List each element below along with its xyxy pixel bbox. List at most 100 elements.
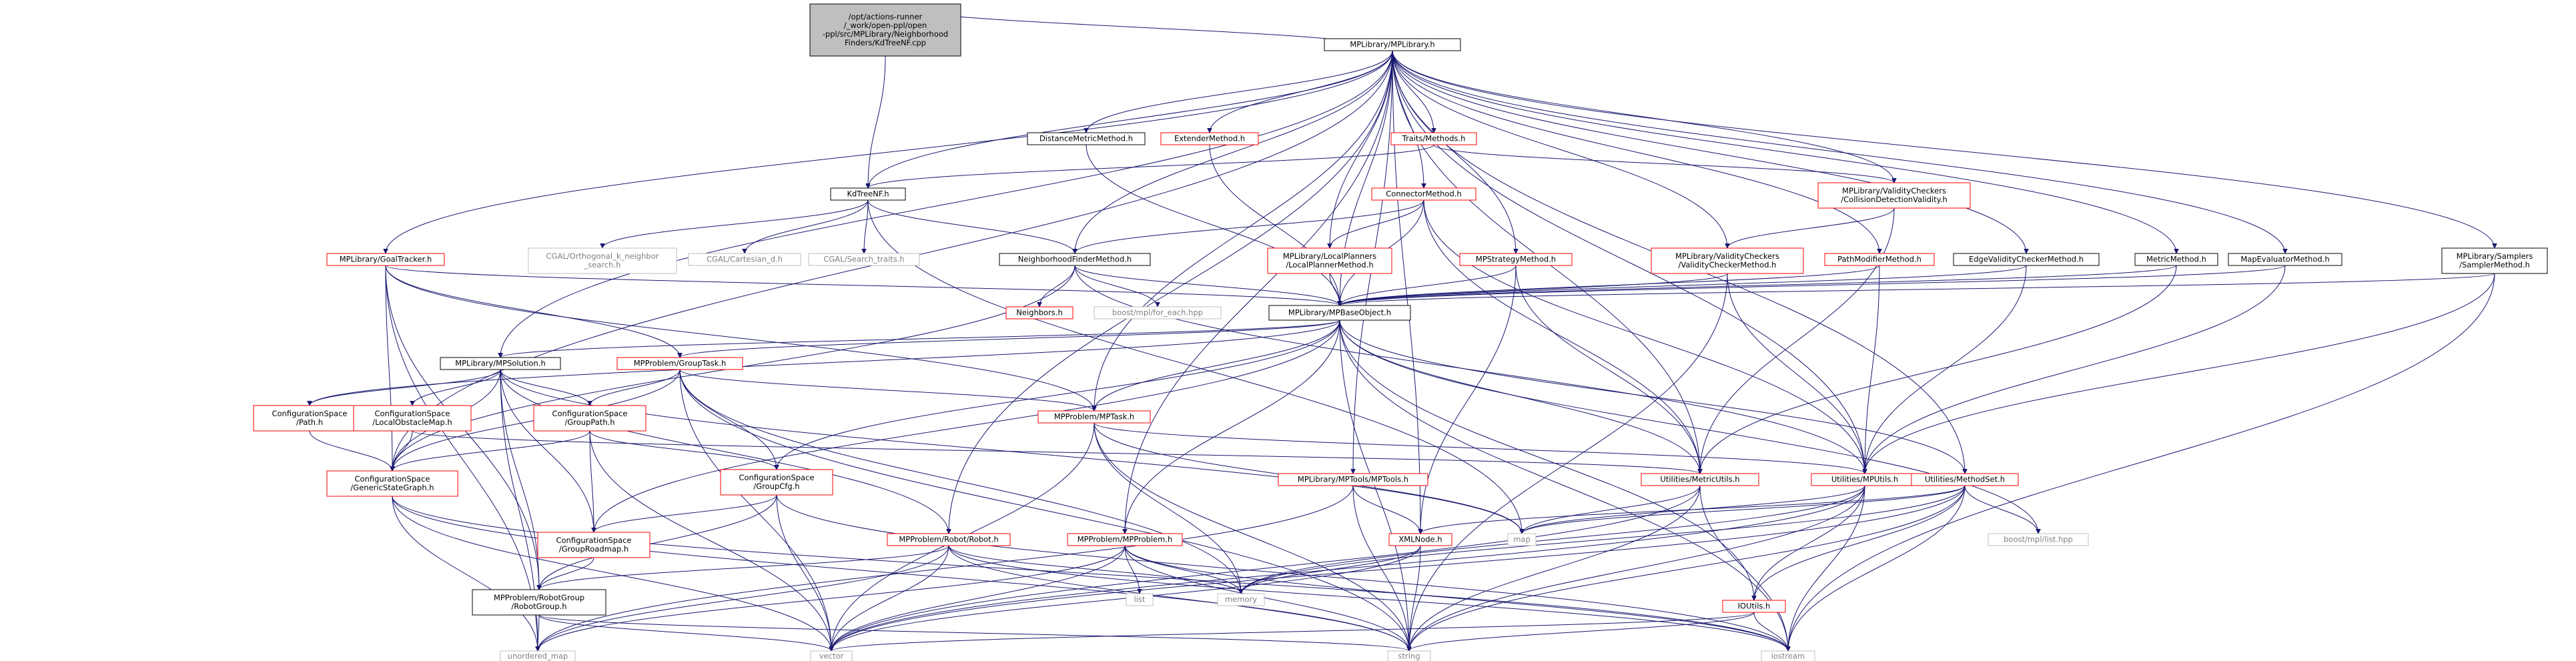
edge-validitychecker-to-mputils — [1727, 273, 1865, 474]
node-label-mplibrary-0: MPLibrary/MPLibrary.h — [1350, 40, 1434, 49]
edge-mplibrary-to-xmlnode — [1392, 50, 1420, 534]
node-label-map-0: map — [1513, 535, 1531, 544]
edge-groupcfg-to-iostream — [776, 494, 1788, 651]
node-groupcfg[interactable]: ConfigurationSpace/GroupCfg.h — [720, 469, 833, 496]
edge-grouppath-to-genericstategraph — [392, 430, 590, 472]
edge-robot-to-unordered_map — [538, 545, 949, 651]
node-label-mpproblem-0: MPProblem/MPProblem.h — [1078, 535, 1173, 544]
node-neighbors[interactable]: Neighbors.h — [1005, 306, 1074, 319]
node-string: string — [1387, 650, 1431, 661]
node-mpsolution[interactable]: MPLibrary/MPSolution.h — [440, 357, 561, 370]
edge-goaltracker-to-unordered_map — [385, 265, 538, 651]
node-boost_foreach: boost/mpl/for_each.hpp — [1094, 306, 1222, 319]
node-robotgroup[interactable]: MPProblem/RobotGroup/RobotGroup.h — [472, 589, 606, 616]
node-label-grouproadmap-1: /GroupRoadmap.h — [559, 544, 628, 554]
edge-mpbaseobject-to-mpproblem — [1125, 319, 1340, 534]
node-goaltracker[interactable]: MPLibrary/GoalTracker.h — [326, 253, 445, 266]
node-grouproadmap[interactable]: ConfigurationSpace/GroupRoadmap.h — [537, 532, 651, 558]
node-label-ioutils-0: IOUtils.h — [1738, 602, 1771, 611]
node-methodset[interactable]: Utilities/MethodSet.h — [1911, 473, 2019, 486]
node-traits[interactable]: Traits/Methods.h — [1390, 132, 1477, 145]
edge-robot-to-vector — [831, 545, 949, 651]
node-box-cgal_search — [808, 253, 920, 266]
node-label-mptask-0: MPProblem/MPTask.h — [1054, 412, 1134, 422]
node-label-kdtreenf-0: KdTreeNF.h — [847, 189, 889, 199]
node-label-genericstategraph-1: /GenericStateGraph.h — [350, 483, 434, 492]
node-localplanner[interactable]: MPLibrary/LocalPlanners/LocalPlannerMeth… — [1267, 247, 1392, 274]
edge-collisionvalid-to-validitychecker — [1727, 207, 1895, 249]
node-ioutils[interactable]: IOUtils.h — [1722, 600, 1786, 613]
node-label-groupcfg-1: /GroupCfg.h — [753, 482, 799, 491]
node-box-sampler — [2441, 247, 2548, 274]
node-connector[interactable]: ConnectorMethod.h — [1371, 187, 1476, 201]
node-cspath[interactable]: ConfigurationSpace/Path.h — [253, 405, 366, 432]
node-pathmodifier[interactable]: PathModifierMethod.h — [1824, 253, 1935, 266]
edge-edgevalidity-to-mpbaseobject — [1340, 265, 2027, 306]
node-mputils[interactable]: Utilities/MPUtils.h — [1811, 473, 1919, 486]
node-label-cgal_search-0: CGAL/Search_traits.h — [823, 255, 904, 264]
node-label-collisionvalid-0: MPLibrary/ValidityCheckers — [1842, 186, 1946, 195]
node-metricmethod[interactable]: MetricMethod.h — [2134, 253, 2218, 266]
node-label-grouproadmap-0: ConfigurationSpace — [556, 536, 631, 545]
edge-mptoolsmptools-to-unordered_map — [538, 485, 1354, 651]
edge-mplibrary-to-extender — [1210, 50, 1393, 133]
edge-methodset-to-iostream — [1788, 485, 1966, 651]
node-box-mapevaluator — [2228, 253, 2342, 266]
node-memory: memory — [1217, 593, 1265, 606]
node-cgal_search: CGAL/Search_traits.h — [808, 253, 920, 266]
edge-genericstategraph-to-vector — [392, 496, 831, 651]
node-genericstategraph[interactable]: ConfigurationSpace/GenericStateGraph.h — [326, 470, 458, 497]
node-distmetric[interactable]: DistanceMetricMethod.h — [1027, 132, 1146, 145]
node-validitychecker[interactable]: MPLibrary/ValidityCheckers/ValidityCheck… — [1651, 247, 1804, 274]
node-mpbaseobject[interactable]: MPLibrary/MPBaseObject.h — [1268, 305, 1411, 321]
node-grouptask[interactable]: MPProblem/GroupTask.h — [616, 357, 743, 370]
node-box-unordered_map — [500, 650, 576, 661]
node-box-mpstrategy — [1459, 253, 1573, 266]
node-label-traits-0: Traits/Methods.h — [1402, 134, 1466, 143]
edge-grouptask-to-memory — [679, 369, 1241, 594]
edge-mplibrary-to-goaltracker — [386, 50, 1393, 253]
node-box-memory — [1217, 593, 1265, 606]
edge-metricutils-to-map — [1522, 485, 1701, 534]
edge-methodset-to-vector — [831, 485, 1966, 651]
node-label-mapevaluator-0: MapEvaluatorMethod.h — [2240, 255, 2329, 264]
node-edgevalidity[interactable]: EdgeValidityCheckerMethod.h — [1953, 253, 2100, 266]
node-localobstacle[interactable]: ConfigurationSpace/LocalObstacleMap.h — [353, 405, 472, 432]
node-mptoolsmptools[interactable]: MPLibrary/MPTools/MPTools.h — [1278, 473, 1428, 486]
edge-mpsolution-to-robotgroup — [500, 369, 539, 590]
node-box-distmetric — [1027, 132, 1146, 145]
edge-metricutils-to-vector — [831, 485, 1701, 651]
node-extender[interactable]: ExtenderMethod.h — [1160, 132, 1259, 145]
edge-localobstacle-to-metricutils — [412, 430, 1700, 474]
node-sampler[interactable]: MPLibrary/Samplers/SamplerMethod.h — [2441, 247, 2548, 274]
edge-edgevalidity-to-mputils — [1865, 265, 2027, 474]
edge-mptask-to-mputils — [1094, 422, 1865, 474]
node-robot[interactable]: MPProblem/Robot/Robot.h — [887, 533, 1011, 546]
edge-mpproblem-to-memory — [1124, 545, 1241, 594]
node-mpstrategy[interactable]: MPStrategyMethod.h — [1459, 253, 1573, 266]
node-mpproblem[interactable]: MPProblem/MPProblem.h — [1067, 533, 1183, 546]
node-kdtreenf[interactable]: KdTreeNF.h — [830, 187, 906, 201]
edge-mpbaseobject-to-methodset — [1339, 319, 1965, 474]
node-collisionvalid[interactable]: MPLibrary/ValidityCheckers/CollisionDete… — [1817, 182, 1971, 209]
edge-methodset-to-ioutils — [1754, 485, 1966, 600]
node-mptask[interactable]: MPProblem/MPTask.h — [1037, 410, 1151, 424]
node-box-pathmodifier — [1824, 253, 1935, 266]
node-box-grouptask — [616, 357, 743, 370]
edge-kdtreenf-to-nfmethod — [867, 199, 1075, 254]
edge-traits-to-collisionvalid — [1433, 144, 1894, 183]
edge-robot-to-memory — [948, 545, 1241, 594]
node-box-nfmethod — [999, 253, 1151, 266]
node-grouppath[interactable]: ConfigurationSpace/GroupPath.h — [533, 405, 647, 432]
node-nfmethod[interactable]: NeighborhoodFinderMethod.h — [999, 253, 1151, 266]
node-mapevaluator[interactable]: MapEvaluatorMethod.h — [2228, 253, 2342, 266]
edge-grouptask-to-mptask — [679, 369, 1094, 412]
edge-mpsolution-to-robot — [500, 369, 949, 534]
node-label-iostream-0: iostream — [1771, 652, 1805, 661]
node-mplibrary[interactable]: MPLibrary/MPLibrary.h — [1324, 38, 1461, 51]
node-xmlnode[interactable]: XMLNode.h — [1388, 533, 1452, 546]
edge-grouppath-to-grouproadmap — [589, 430, 594, 532]
node-root[interactable]: /opt/actions-runner/_work/open-ppl/open-… — [809, 3, 961, 57]
node-metricutils[interactable]: Utilities/MetricUtils.h — [1641, 473, 1759, 486]
edge-mpbaseobject-to-cspath — [310, 319, 1340, 406]
